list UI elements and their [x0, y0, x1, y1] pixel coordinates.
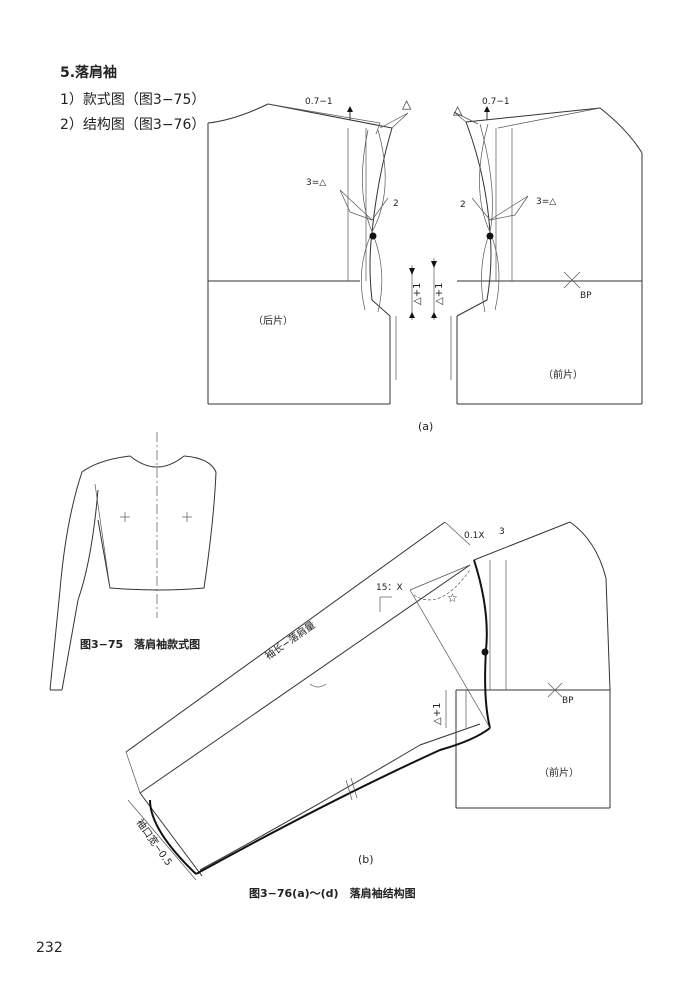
bp-label-a: BP	[580, 291, 592, 301]
garment-style-sketch	[49, 432, 217, 691]
list-item-structure-figure: 2）结构图（图3−76）	[60, 117, 206, 133]
num3-b: 3	[499, 527, 505, 537]
section-title: 5.落肩袖	[60, 65, 118, 81]
sleeve-length-label: 袖长−落肩量	[262, 618, 317, 662]
list-item-style-figure: 1）款式图（图3−75）	[60, 92, 206, 108]
figure-a-sublabel: (a)	[418, 420, 433, 433]
front-bodice-outline	[453, 107, 643, 405]
slope-15-x: 15：X	[376, 583, 403, 593]
caption-style-figure: 图3−75 落肩袖款式图	[80, 637, 200, 651]
front-piece-label-b: （前片）	[539, 766, 579, 779]
back-bodice-outline	[207, 103, 409, 405]
caption-structure-figure: 图3−76(a)～(d) 落肩袖结构图	[249, 886, 416, 900]
sleeve-structure-drawing	[125, 521, 611, 881]
delta-plus1-right: △+1	[434, 283, 445, 305]
cuff-width-label: 袖口宽−0.5	[134, 816, 176, 868]
ratio-0-1x: 0.1X	[464, 531, 484, 541]
shoulder-raise-mark-right: 0.7−1	[482, 97, 510, 107]
shoulder-raise-mark-left: 0.7−1	[305, 97, 333, 107]
num2-right: 2	[460, 200, 466, 210]
num2-left: 2	[393, 199, 399, 209]
figure-b-sublabel: (b)	[358, 853, 374, 866]
triangle-mark-left: △	[402, 97, 412, 111]
front-piece-label-a: （前片）	[543, 368, 583, 381]
delta-plus1-left: △+1	[412, 283, 423, 305]
three-eq-tri-left: 3=△	[306, 178, 326, 188]
page-number: 232	[36, 940, 63, 956]
back-piece-label: （后片）	[253, 314, 293, 327]
bp-label-b: BP	[562, 696, 574, 706]
triangle-mark-right: △	[453, 103, 463, 117]
three-eq-tri-right: 3=△	[536, 197, 556, 207]
star-mark: ☆	[447, 591, 458, 605]
delta-plus1-b: △+1	[432, 703, 443, 725]
